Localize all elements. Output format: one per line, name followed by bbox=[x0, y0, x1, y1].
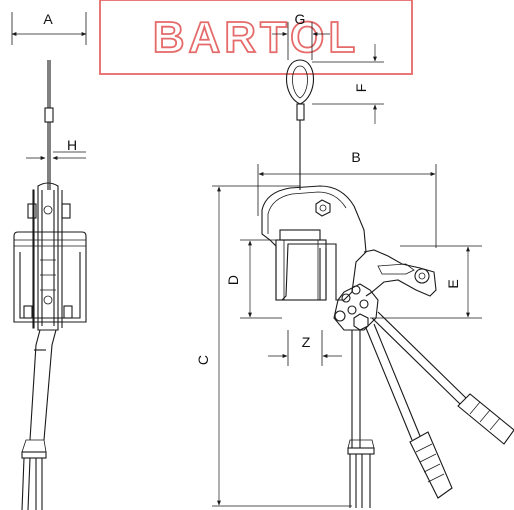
brand-logo: BARTOL bbox=[99, 0, 413, 75]
side-view: A H bbox=[11, 11, 87, 510]
dimension-label-b: B bbox=[351, 149, 360, 165]
nut bbox=[315, 199, 331, 217]
dimension-label-g: G bbox=[295, 11, 306, 27]
front-view: G F B C D E Z bbox=[195, 11, 514, 508]
dimension-label-a: A bbox=[43, 11, 53, 27]
dimension-label-d: D bbox=[225, 275, 241, 285]
dimension-label-h: H bbox=[67, 137, 77, 153]
dimension-label-e: E bbox=[445, 279, 461, 288]
logo-text: BARTOL bbox=[153, 13, 360, 62]
lifting-eye bbox=[286, 59, 314, 105]
clamp-body bbox=[261, 185, 367, 301]
dimension-label-f: F bbox=[353, 84, 369, 93]
dimension-label-c: C bbox=[195, 355, 211, 365]
dimension-label-z: Z bbox=[302, 334, 311, 350]
logo-frame bbox=[99, 0, 413, 75]
